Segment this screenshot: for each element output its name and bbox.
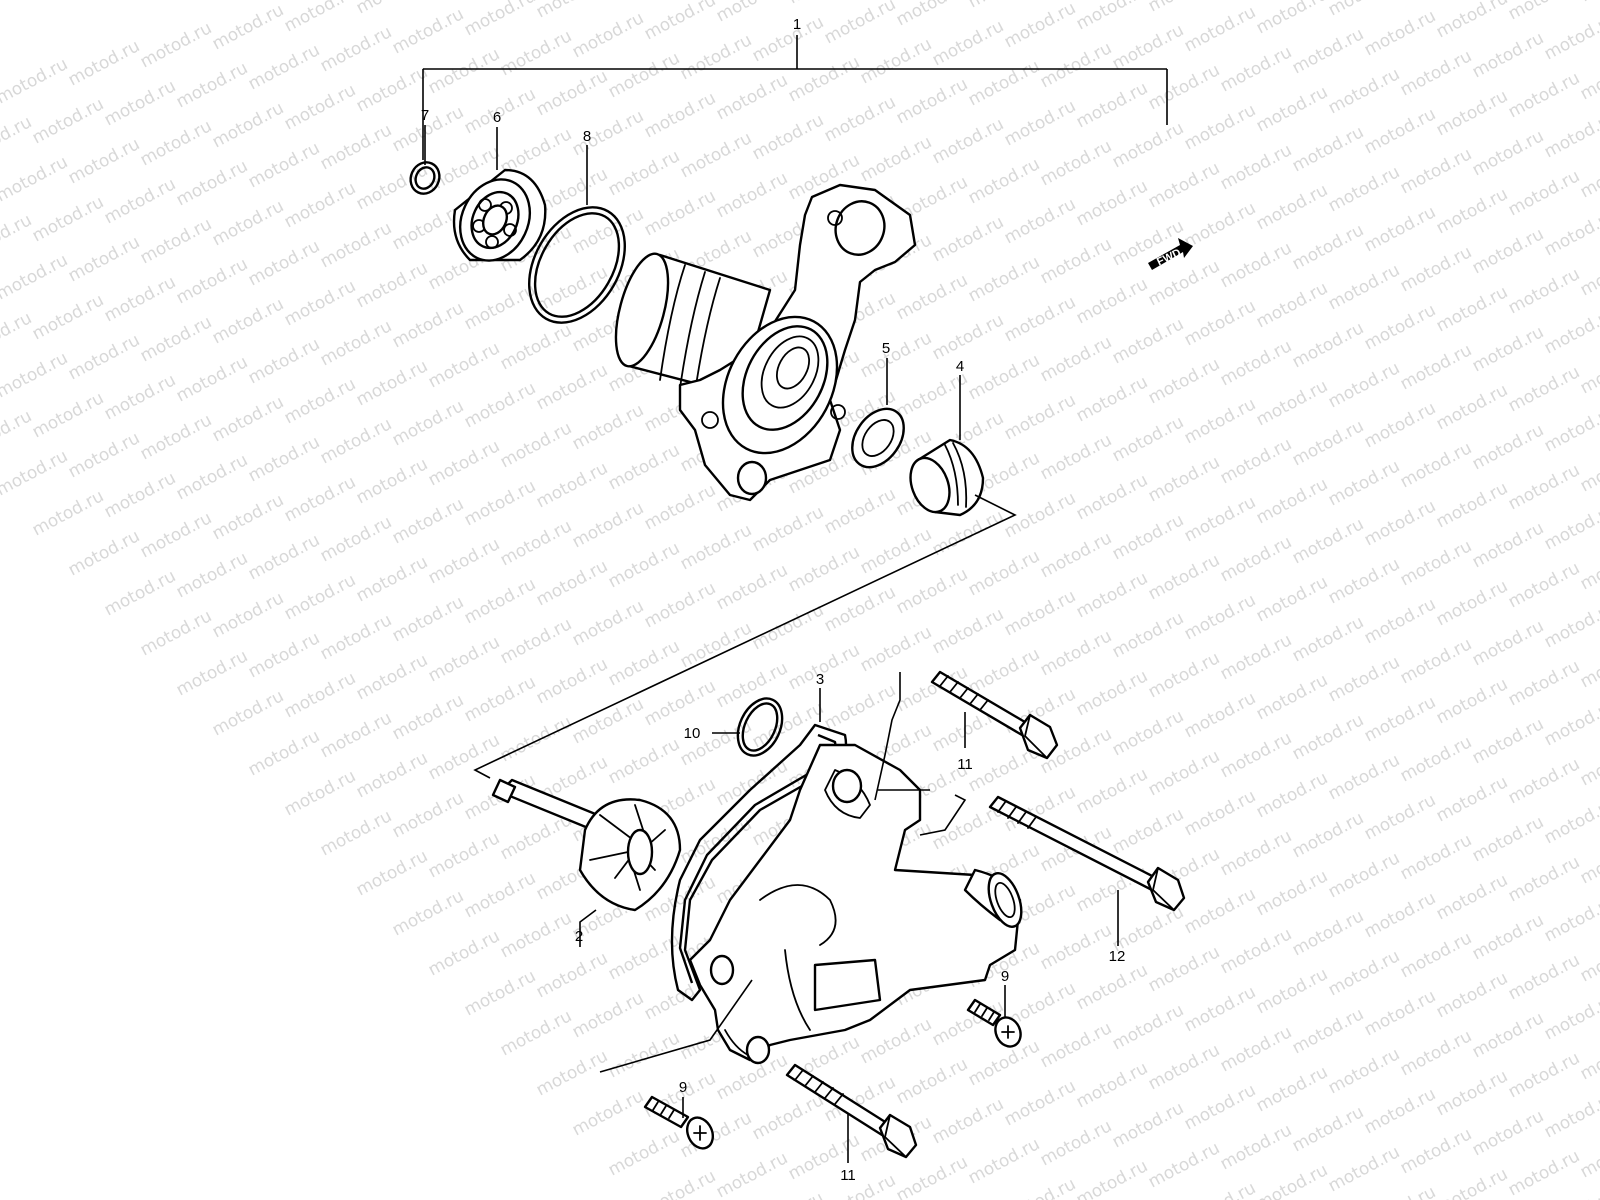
- callout-9-left: 9: [679, 1079, 687, 1096]
- part-6-bearing: [452, 127, 547, 262]
- part-10-o-ring: [712, 697, 784, 757]
- part-5-oil-seal: [851, 358, 905, 469]
- shaft-alignment-lines: [473, 494, 1017, 779]
- callout-5: 5: [882, 340, 890, 357]
- callout-labels: 1 2 3 4 5 6 7 8 9 9 10 11 11 12: [421, 16, 1126, 1184]
- callout-2: 2: [575, 928, 583, 945]
- callout-9-right: 9: [1001, 968, 1009, 985]
- callout-10: 10: [684, 725, 701, 742]
- callout-4: 4: [956, 358, 964, 375]
- callout-1: 1: [793, 16, 801, 33]
- pump-cover: [688, 743, 1023, 1065]
- part-7-circlip: [409, 125, 441, 195]
- part-9-screw-left: [599, 979, 753, 1150]
- part-2-impeller: [491, 778, 682, 947]
- callout-11-lower: 11: [840, 1167, 856, 1184]
- part-11-bolt-upper: [874, 670, 1059, 801]
- part-8-o-ring: [528, 145, 626, 324]
- pump-housing: [614, 183, 917, 502]
- assembly-bracket-1: [422, 35, 1168, 160]
- fwd-label: FWD: [1155, 247, 1183, 268]
- callout-7: 7: [421, 107, 429, 124]
- part-4-mechanical-seal: [909, 375, 985, 517]
- callout-6: 6: [493, 109, 501, 126]
- part-9-screw-right: [966, 985, 1022, 1048]
- callout-8: 8: [583, 128, 591, 145]
- part-12-long-bolt: [919, 794, 1186, 946]
- watermark-text: motod.ru: [1577, 0, 1600, 6]
- callout-11-upper: 11: [957, 756, 973, 773]
- callout-3: 3: [816, 671, 824, 688]
- callout-12: 12: [1109, 948, 1126, 965]
- part-11-bolt-lower: [785, 1063, 918, 1163]
- fwd-arrow-icon: FWD: [1148, 238, 1193, 270]
